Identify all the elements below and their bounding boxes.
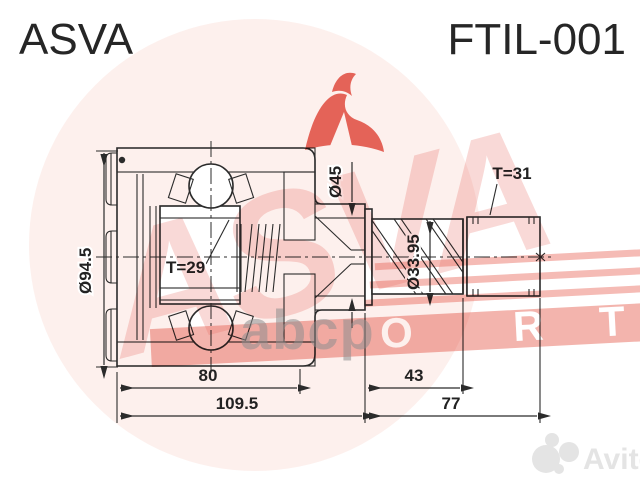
avito-watermark: Avito	[532, 433, 640, 476]
dimension-94-5: Ø94.5	[74, 150, 118, 379]
avito-watermark-text: Avito	[583, 443, 640, 476]
cage-wedge	[228, 173, 255, 204]
band-letter: R	[512, 302, 545, 351]
spring	[236, 223, 281, 293]
dimension-t31: T=31	[489, 162, 534, 216]
dim-label-shaft-spline: T=31	[492, 164, 531, 183]
dim-label-housing-diameter: Ø94.5	[76, 248, 95, 294]
supplier-watermark-text: abcp	[240, 298, 375, 361]
dim-label-inner-length: 109.5	[216, 394, 259, 413]
bore-funnel-bottom	[314, 263, 352, 299]
cage-wedge	[167, 173, 194, 204]
dim-label-inner-spline: T=29	[166, 258, 205, 277]
asva-flame-logo-icon	[305, 72, 384, 152]
brand-title: ASVA	[19, 15, 134, 64]
housing-outline	[116, 147, 366, 367]
sport-band: O R T	[149, 249, 640, 368]
band-letter: T	[598, 297, 626, 345]
band-letter: O	[379, 308, 414, 357]
dim-label-shaft-length: 77	[442, 394, 461, 413]
dim-label-boss-diameter: Ø45	[326, 166, 345, 198]
bore-funnel-top	[314, 215, 352, 251]
part-number: FTIL-001	[447, 15, 626, 64]
dimension-t29: T=29	[164, 219, 230, 279]
avito-logo-icon	[532, 433, 579, 474]
dimension-45: Ø45	[324, 162, 356, 328]
dim-label-housing-length: 80	[199, 366, 218, 385]
dim-label-spline-length: 43	[405, 366, 424, 385]
seal-dot	[118, 156, 126, 164]
